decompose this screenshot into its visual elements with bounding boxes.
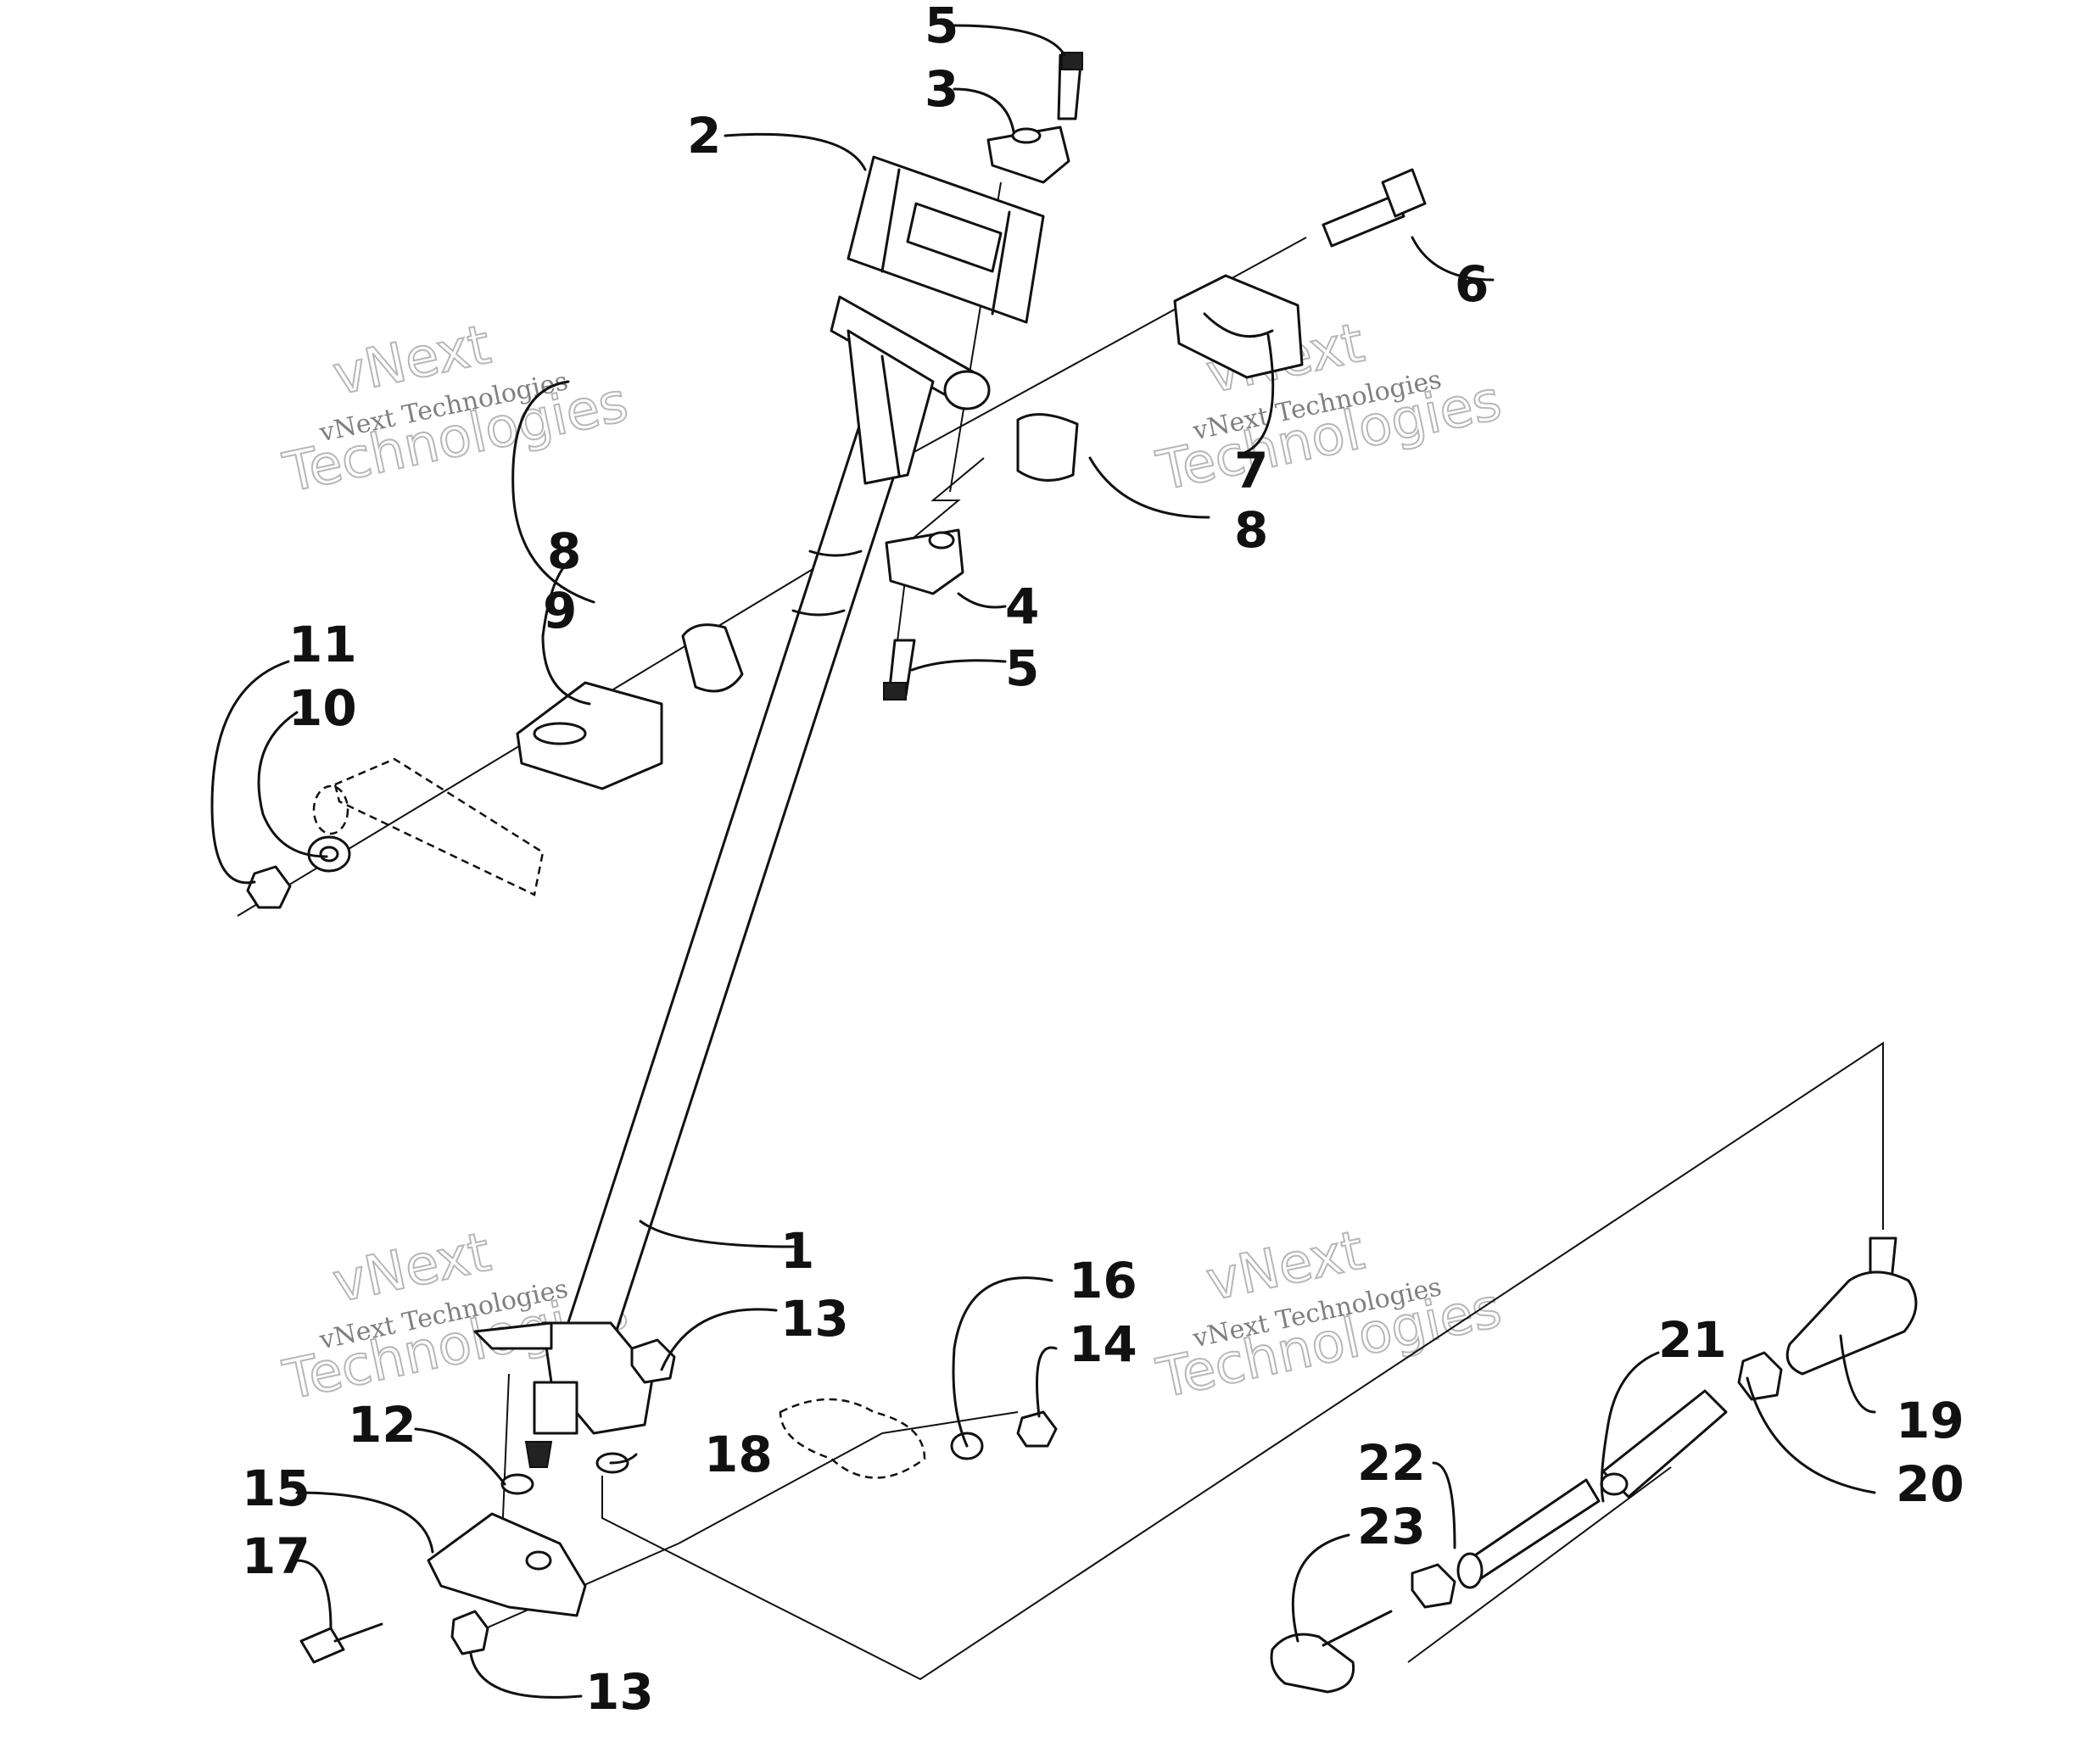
- lower-washer-12: [500, 1473, 534, 1495]
- callout-20: 20: [1896, 1455, 1964, 1513]
- nut-14: [1016, 1410, 1058, 1448]
- jam-nut-left: [1411, 1563, 1456, 1609]
- callout-8-right: 8: [1234, 501, 1268, 559]
- callout-11: 11: [288, 616, 357, 673]
- callout-19: 19: [1896, 1392, 1964, 1449]
- tie-rod-sleeve: [1600, 1389, 1728, 1499]
- bearing-flange: [779, 1398, 926, 1479]
- callout-3: 3: [925, 60, 958, 118]
- tie-rod-inner: [1456, 1478, 1601, 1589]
- tie-rod-end-right: [1785, 1236, 1918, 1376]
- callout-12: 12: [348, 1396, 416, 1454]
- callout-2: 2: [687, 107, 721, 165]
- lower-nut: [630, 1338, 676, 1384]
- callout-23: 23: [1357, 1498, 1426, 1555]
- watermark-top-left: vNext Technologies vNext Technologies: [277, 313, 634, 506]
- callout-4: 4: [1005, 578, 1039, 635]
- callout-labels: 5 3 2 6 7 8 8 4 5 9 11 10 1 13 16 14 12 …: [242, 0, 1964, 1721]
- callout-5-top: 5: [925, 0, 958, 54]
- watermark-bottom-right: vNext Technologies vNext Technologies: [1151, 1219, 1508, 1412]
- washer: [307, 835, 351, 873]
- callout-18: 18: [704, 1426, 773, 1483]
- lock-nut: [246, 865, 292, 909]
- bushing-right: [1016, 413, 1079, 482]
- cap-screw-top: [1057, 52, 1083, 120]
- right-clamp-half: [1173, 274, 1304, 379]
- callout-22: 22: [1357, 1434, 1426, 1492]
- callout-14: 14: [1069, 1315, 1137, 1373]
- callout-10: 10: [288, 679, 357, 737]
- callout-1: 1: [780, 1222, 814, 1280]
- tie-rod-end-left: [1270, 1610, 1393, 1694]
- left-clamp: [516, 681, 663, 790]
- bushing-left: [681, 623, 744, 693]
- callout-16: 16: [1069, 1252, 1137, 1309]
- upper-clamp: [986, 126, 1070, 184]
- callout-21: 21: [1658, 1311, 1727, 1369]
- bottom-bracket: [427, 1512, 587, 1617]
- handlebar-phantom: [312, 757, 545, 896]
- callout-17: 17: [242, 1527, 310, 1585]
- callout-15: 15: [242, 1460, 310, 1517]
- callout-5-lower: 5: [1005, 639, 1039, 697]
- steering-post: [473, 295, 991, 1468]
- leader-lines: [210, 24, 1876, 1699]
- nut-13-lower: [450, 1610, 489, 1655]
- cap-screw-lower: [883, 639, 916, 701]
- handlebar-pad: [847, 155, 1045, 324]
- hex-bolt-17: [299, 1622, 383, 1664]
- callout-13-upper: 13: [780, 1290, 849, 1348]
- lower-clamp: [885, 528, 964, 595]
- callout-9: 9: [543, 582, 577, 639]
- callout-13-lower: 13: [585, 1663, 654, 1721]
- callout-8-left: 8: [547, 522, 581, 580]
- callout-7: 7: [1234, 442, 1268, 500]
- bolt: [1322, 168, 1427, 248]
- callout-6: 6: [1455, 255, 1489, 313]
- jam-nut-right: [1737, 1351, 1783, 1401]
